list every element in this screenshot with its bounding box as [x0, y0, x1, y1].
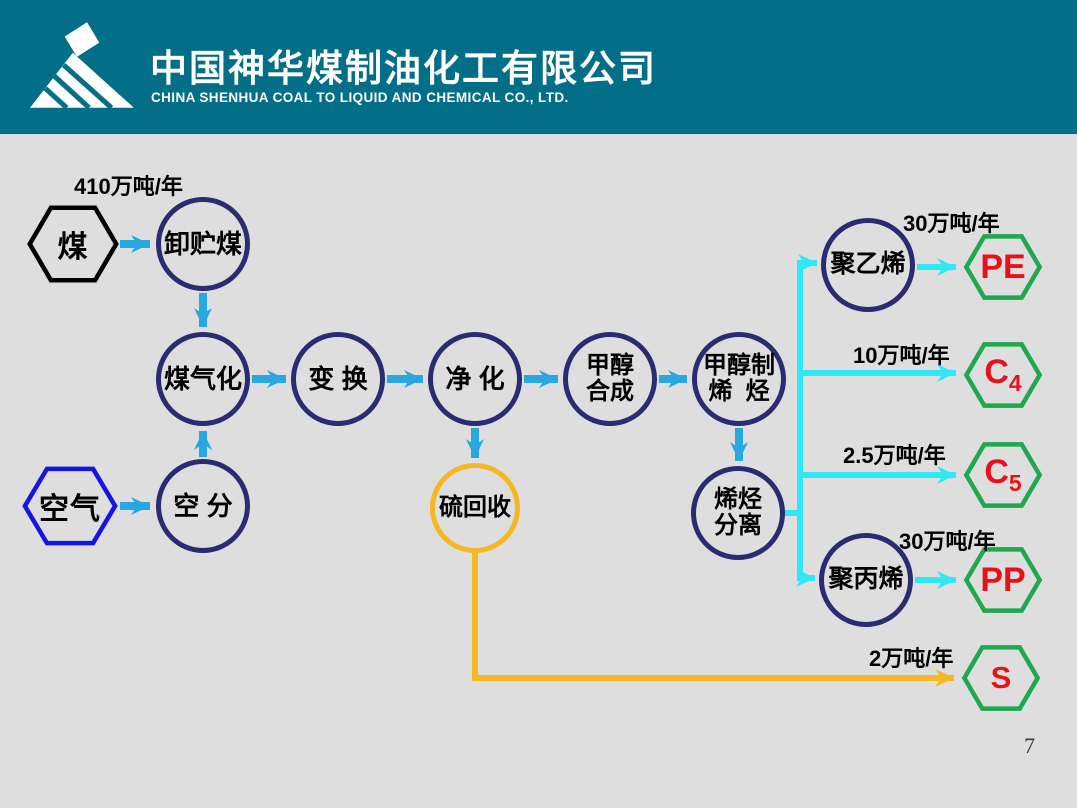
product-c4-subscript: 4	[1008, 369, 1022, 396]
node-coal-unloading-label: 卸贮煤	[163, 228, 242, 259]
product-pp-label: PP	[980, 560, 1026, 599]
node-purification-label: 净 化	[445, 363, 505, 394]
arrow-sulfur-to-s	[472, 553, 954, 687]
product-c5-subscript: 5	[1008, 469, 1022, 496]
capacity-coal: 410万吨/年	[74, 174, 183, 199]
product-c4-base: C	[984, 353, 1009, 392]
input-air-hexagon: 空气	[22, 466, 118, 546]
capacity-c5: 2.5万吨/年	[843, 443, 946, 468]
node-purification: 净 化	[428, 332, 522, 426]
product-s-hexagon: S	[962, 645, 1040, 711]
company-logo-icon	[30, 22, 134, 110]
node-coal-unloading: 卸贮煤	[156, 197, 250, 291]
header-banner: 中国神华煤制油化工有限公司 CHINA SHENHUA COAL TO LIQU…	[0, 0, 1077, 134]
node-polypropylene-label: 聚丙烯	[828, 565, 904, 594]
capacity-s: 2万吨/年	[869, 646, 954, 671]
product-pp-hexagon: PP	[964, 547, 1042, 613]
node-coal-gasification-label: 煤气化	[163, 363, 242, 394]
node-methanol-to-olefins-line1: 甲醇制	[703, 351, 775, 379]
node-shift-label: 变 换	[308, 363, 368, 394]
capacity-pp: 30万吨/年	[899, 529, 996, 554]
node-shift: 变 换	[291, 332, 385, 426]
node-polypropylene: 聚丙烯	[819, 533, 913, 627]
product-c4-hexagon: C4	[964, 342, 1042, 408]
input-air-label: 空气	[39, 493, 101, 526]
node-sulfur-recovery: 硫回收	[430, 463, 520, 553]
capacity-c4: 10万吨/年	[853, 343, 950, 368]
input-coal-hexagon: 煤	[27, 205, 119, 283]
node-olefin-separation-line1: 烯烃	[714, 485, 762, 513]
node-polyethylene-label: 聚乙烯	[830, 250, 906, 279]
product-c5-label: C5	[984, 453, 1021, 497]
input-coal-label: 煤	[57, 231, 89, 264]
node-polyethylene: 聚乙烯	[821, 218, 915, 312]
node-methanol-synthesis: 甲醇 合成	[563, 332, 657, 426]
node-air-separation-label: 空 分	[173, 490, 233, 521]
node-olefin-separation-line2: 分离	[714, 512, 762, 539]
product-c5-base: C	[984, 453, 1009, 492]
product-s-label: S	[990, 660, 1012, 695]
capacity-pe: 30万吨/年	[903, 211, 1000, 236]
page-number: 7	[1024, 733, 1035, 758]
company-name-zh: 中国神华煤制油化工有限公司	[150, 48, 657, 89]
node-olefin-separation: 烯烃 分离	[691, 466, 785, 560]
node-methanol-to-olefins: 甲醇制 烯 烃	[692, 332, 786, 426]
product-pe-label: PE	[980, 247, 1026, 286]
product-c4-label: C4	[984, 353, 1021, 397]
node-methanol-synthesis-line1: 甲醇	[586, 351, 634, 379]
product-c5-hexagon: C5	[964, 442, 1042, 508]
product-pe-hexagon: PE	[964, 234, 1042, 300]
node-air-separation: 空 分	[156, 459, 250, 553]
node-coal-gasification: 煤气化	[156, 332, 250, 426]
node-methanol-to-olefins-line2: 烯 烃	[708, 378, 770, 405]
node-methanol-synthesis-line2: 合成	[586, 378, 634, 405]
node-sulfur-recovery-label: 硫回收	[439, 493, 511, 521]
company-name-en: CHINA SHENHUA COAL TO LIQUID AND CHEMICA…	[151, 90, 569, 105]
